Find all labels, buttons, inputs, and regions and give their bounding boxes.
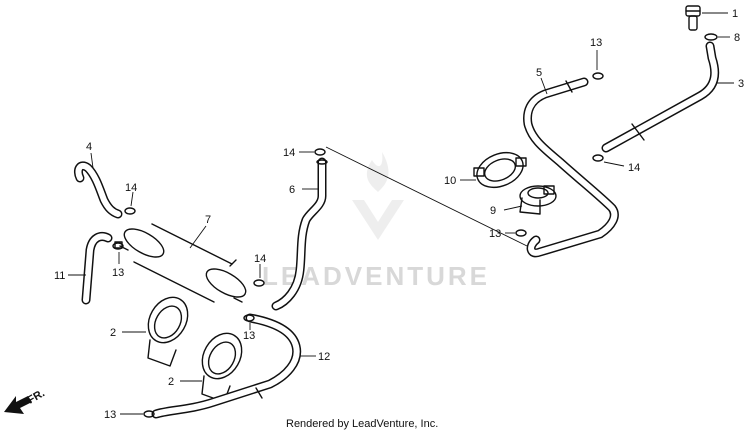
clip-13-valve	[515, 229, 527, 237]
callout-8: 8	[734, 32, 740, 44]
part-3-tube	[601, 41, 720, 153]
part-10-flange	[473, 151, 527, 189]
callout-10: 10	[444, 175, 456, 187]
part-12-hose	[151, 313, 302, 419]
callout-14-hose: 14	[283, 147, 295, 159]
callout-2-lower: 2	[168, 376, 174, 388]
clip-14-left	[124, 207, 136, 215]
callout-14-left: 14	[125, 182, 137, 194]
callout-13-canister: 13	[243, 330, 255, 342]
front-direction-label: FR.	[26, 387, 47, 406]
part-11-hose	[81, 232, 113, 305]
callout-12: 12	[318, 351, 330, 363]
callout-13-left: 13	[112, 267, 124, 279]
part-1-elbow-fitting	[685, 5, 701, 31]
clip-13-canister	[243, 314, 255, 322]
callout-11: 11	[54, 270, 65, 282]
callout-4: 4	[86, 141, 92, 153]
watermark-logo	[352, 152, 404, 240]
callout-13-valve: 13	[489, 228, 501, 240]
part-9-valve	[519, 185, 557, 215]
callout-14-canister: 14	[254, 253, 266, 265]
part-7-canister	[114, 223, 247, 303]
callout-13-bottom: 13	[104, 409, 116, 421]
callout-7: 7	[205, 214, 211, 226]
callout-5: 5	[536, 67, 542, 79]
callout-14-right: 14	[628, 162, 640, 174]
callout-13-top: 13	[590, 37, 602, 49]
clip-13-bottom	[143, 410, 155, 418]
callout-2-upper: 2	[110, 327, 116, 339]
clip-14-canister	[253, 279, 265, 287]
clip-13-top	[592, 72, 604, 80]
part-8-clip	[704, 33, 718, 41]
callout-1: 1	[732, 8, 738, 20]
clip-14-right	[592, 154, 604, 162]
callout-3: 3	[738, 78, 744, 90]
part-2-bracket-upper	[147, 296, 189, 367]
part-5-tube	[523, 77, 619, 258]
callout-9: 9	[490, 205, 496, 217]
footer-credit: Rendered by LeadVenture, Inc.	[286, 418, 438, 430]
part-4-hose	[73, 161, 123, 219]
clip-13-left	[112, 242, 124, 250]
callout-6: 6	[289, 184, 295, 196]
clip-14-hose	[314, 148, 326, 156]
part-6-hose	[271, 157, 328, 311]
front-direction-arrow-icon	[4, 396, 32, 414]
